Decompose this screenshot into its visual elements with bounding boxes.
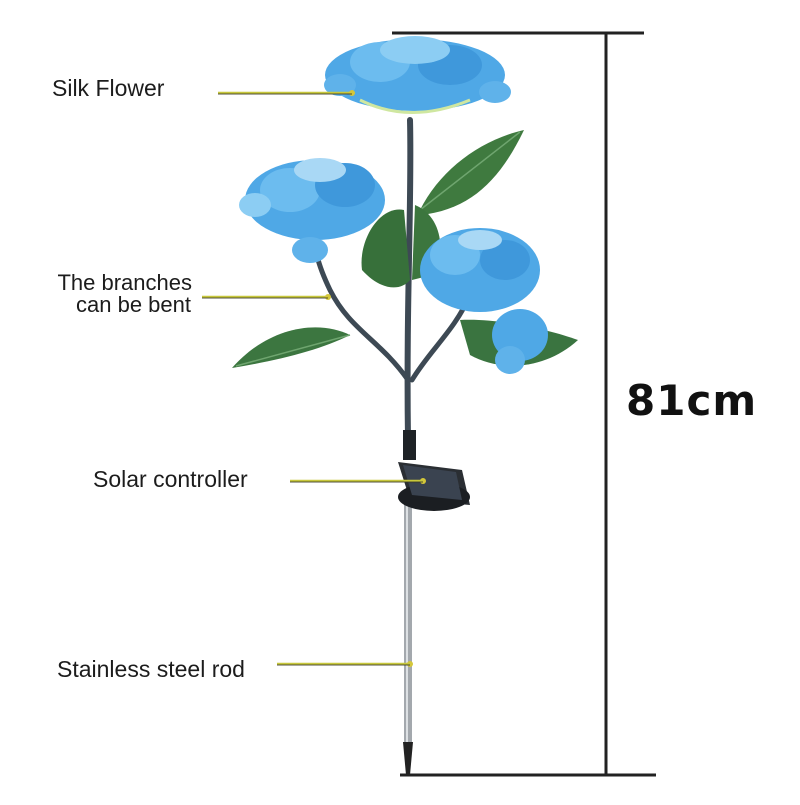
dimension-marker: [392, 31, 656, 777]
label-branches-line2: can be bent: [76, 292, 191, 317]
label-branches: The branches can be bent: [20, 272, 192, 316]
height-dimension-label: 81cm: [626, 376, 758, 425]
label-silk-flower: Silk Flower: [52, 75, 165, 101]
leaves: [232, 130, 578, 368]
main-stem: [404, 117, 414, 443]
leaf-lower-left: [232, 327, 350, 368]
flower-top: [324, 36, 511, 114]
label-steel-rod: Stainless steel rod: [57, 656, 245, 682]
rod-spike: [403, 742, 413, 775]
callout-lines: [202, 90, 423, 666]
solar-controller: [398, 462, 470, 511]
hydrangea-flowers: [239, 36, 548, 374]
stem-connector: [403, 430, 416, 460]
stainless-steel-rod: [403, 500, 413, 775]
leaf-middle-left: [361, 209, 410, 288]
flower-left: [239, 158, 385, 263]
leaf-upper-right: [420, 130, 524, 215]
label-branches-line1: The branches: [57, 270, 192, 295]
label-solar-controller: Solar controller: [93, 466, 248, 492]
flower-right: [420, 228, 548, 374]
